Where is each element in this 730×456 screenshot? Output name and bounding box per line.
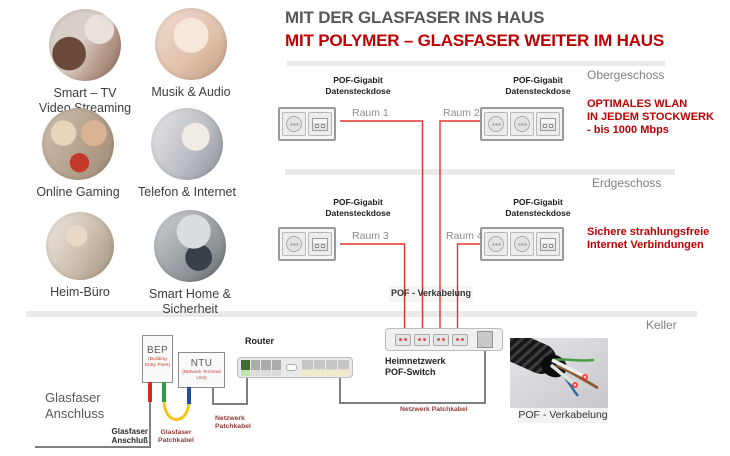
floor-label-keller: Keller (646, 318, 677, 332)
power-socket-icon (510, 112, 534, 136)
router-port-icon (313, 359, 325, 376)
data-port-icon (536, 112, 560, 136)
fiber-patch-cable (162, 399, 191, 421)
photo-smart-tv (49, 9, 121, 81)
outlet-box-raum4 (480, 227, 564, 261)
floor-divider-erdgeschoss (285, 169, 675, 175)
title-line-2: MIT POLYMER – GLASFASER WEITER IM HAUS (285, 31, 665, 50)
service-label: Telefon & Internet (138, 185, 236, 199)
photo-musik-audio (155, 8, 227, 80)
glasfaser-patchkabel-label: Glasfaser Patchkabel (158, 429, 194, 444)
ntu-name: NTU (190, 358, 213, 369)
service-label: Heim-Büro (50, 285, 110, 299)
outlet-label-raum2: POF-Gigabit Datensteckdose (505, 75, 571, 96)
service-musik-audio: Musik & Audio (131, 8, 251, 100)
power-socket-icon (282, 232, 306, 256)
fiber-connector-blue (187, 387, 191, 404)
note-optimal-wlan: OPTIMALES WLAN IN JEDEM STOCKWERK - bis … (587, 98, 714, 136)
service-smart-home: Smart Home & Sicherheit (130, 210, 250, 317)
router-label: Router (245, 336, 274, 346)
router-port-icon (271, 359, 281, 376)
outlet-box-raum1 (278, 107, 336, 141)
pof-cable-photo (510, 338, 608, 408)
pof-switch (385, 328, 503, 351)
data-port-icon (308, 232, 332, 256)
note-secure-internet: Sichere strahlungsfreie Internet Verbind… (587, 226, 710, 251)
netzwerk-patchkabel-label-left: Netzwerk Patchkabel (215, 415, 251, 430)
service-label: Online Gaming (36, 185, 120, 199)
pof-port-icon (395, 333, 411, 346)
data-port-icon (308, 112, 332, 136)
outlet-label-raum3: POF-Gigabit Datensteckdose (325, 197, 391, 218)
router-port-icon (325, 359, 337, 376)
data-port-icon (536, 232, 560, 256)
fiber-connector-red (148, 382, 152, 402)
netzwerk-patchkabel-label-bottom: Netzwerk Patchkabel (400, 406, 468, 413)
service-online-gaming: Online Gaming (18, 108, 138, 200)
title-line-1: MIT DER GLASFASER INS HAUS (285, 8, 545, 27)
photo-online-gaming (42, 108, 114, 180)
room-label-3: Raum 3 (352, 230, 389, 242)
router-port-icon (337, 359, 349, 376)
power-socket-icon (282, 112, 306, 136)
router-port-icon (251, 359, 261, 376)
pof-port-icon (414, 333, 430, 346)
power-socket-icon (484, 112, 508, 136)
photo-smart-home (154, 210, 226, 282)
photo-heim-buero (46, 212, 114, 280)
floor-divider-obergeschoss (287, 61, 665, 66)
bep-subtitle: (Building Entry Point) (144, 357, 171, 368)
power-socket-icon (484, 232, 508, 256)
router-port-icon (261, 359, 271, 376)
room-label-2: Raum 2 (443, 107, 480, 119)
outlet-label-raum1: POF-Gigabit Datensteckdose (325, 75, 391, 96)
floor-divider-keller (26, 311, 697, 317)
service-smart-tv: Smart – TV Video Streaming (25, 9, 145, 116)
glasfaser-anschluss-heading: Glasfaser Anschluss (45, 390, 105, 421)
router-port-icon (301, 359, 313, 376)
room-label-4: Raum 4 (446, 230, 483, 242)
pof-verkabelung-label: POF - Verkabelung (390, 288, 472, 298)
outlet-box-raum2 (480, 107, 564, 141)
photo-telefon-internet (151, 108, 223, 180)
router-port-icon (241, 359, 251, 376)
ntu-subtitle: (Network Terminal Unit) (182, 370, 221, 381)
ntu-box: NTU (Network Terminal Unit) (178, 352, 225, 388)
pof-port-icon (433, 333, 449, 346)
pof-photo-caption: POF - Verkabelung (518, 408, 608, 423)
pof-port-icon (452, 333, 468, 346)
service-telefon-internet: Telefon & Internet (127, 108, 247, 200)
switch-label: Heimnetzwerk POF-Switch (385, 356, 446, 377)
room-label-1: Raum 1 (352, 107, 389, 119)
bep-box: BEP (Building Entry Point) (142, 335, 173, 383)
power-socket-icon (510, 232, 534, 256)
service-label: Smart Home & Sicherheit (149, 287, 231, 316)
fiber-connector-green (162, 382, 166, 402)
router (237, 357, 353, 378)
service-heim-buero: Heim-Büro (20, 212, 140, 300)
glasfaser-anschluss-cable-label: Glasfaser Anschluß (111, 427, 148, 445)
outlet-label-raum4: POF-Gigabit Datensteckdose (505, 197, 571, 218)
floor-label-erdgeschoss: Erdgeschoss (592, 176, 662, 190)
service-label: Musik & Audio (151, 85, 231, 99)
router-button-icon (285, 364, 297, 371)
floor-label-obergeschoss: Obergeschoss (587, 68, 665, 82)
bep-name: BEP (147, 345, 168, 356)
outlet-box-raum3 (278, 227, 336, 261)
rj45-port-icon (477, 331, 493, 348)
